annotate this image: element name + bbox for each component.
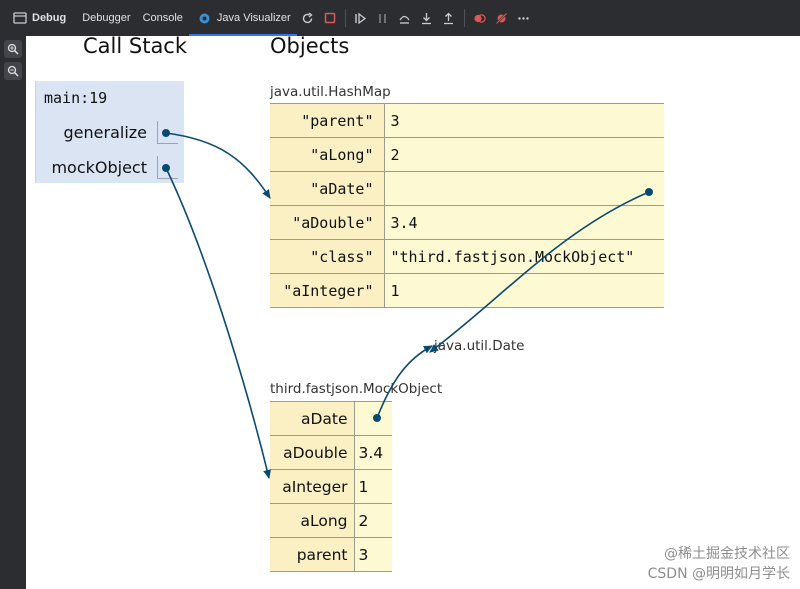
pause-icon[interactable] <box>373 8 393 28</box>
variable-mockobject-slot[interactable] <box>157 156 178 179</box>
mockobject-field: aDouble 3.4 <box>270 435 392 470</box>
resume-icon[interactable] <box>351 8 371 28</box>
toolbar-separator <box>344 9 346 27</box>
hashmap-key: "aDate" <box>270 171 385 206</box>
watermark: @稀土掘金技术社区 CSDN @明明如月学长 <box>648 543 790 583</box>
step-into-icon[interactable] <box>417 8 437 28</box>
hashmap-value[interactable] <box>384 171 664 206</box>
field-value: 2 <box>354 503 392 538</box>
java-visualizer-icon <box>195 8 215 28</box>
hashmap-value: 3.4 <box>384 205 664 240</box>
tab-console[interactable]: Console <box>137 0 189 36</box>
field-name: aDate <box>270 401 355 436</box>
variable-generalize: generalize <box>63 123 148 142</box>
mockobject-type-label: third.fastjson.MockObject <box>270 381 443 397</box>
debug-title-label: Debug <box>32 12 67 24</box>
field-name: aLong <box>270 503 355 538</box>
zoom-in-icon[interactable] <box>4 40 22 58</box>
field-name: aDouble <box>270 435 355 470</box>
variable-mockobject: mockObject <box>51 158 147 177</box>
hashmap-entry: "class" "third.fastjson.MockObject" <box>270 239 664 274</box>
tab-debugger[interactable]: Debugger <box>76 0 136 36</box>
hashmap-key: "parent" <box>270 103 385 138</box>
rerun-icon[interactable] <box>298 8 318 28</box>
toolbar-separator <box>463 9 465 27</box>
mockobject-field: parent 3 <box>270 537 392 572</box>
tab-java-visualizer[interactable]: Java Visualizer <box>188 0 297 36</box>
debug-window-icon <box>10 8 30 28</box>
zoom-out-icon[interactable] <box>4 62 22 80</box>
variable-generalize-slot[interactable] <box>157 121 178 144</box>
hashmap-entry: "aDate" <box>270 171 664 206</box>
stack-frame-main[interactable]: main:19 generalize mockObject <box>35 81 184 183</box>
frame-name: main:19 <box>44 89 108 107</box>
hashmap-entry: "aLong" 2 <box>270 137 664 172</box>
stop-icon[interactable] <box>320 8 340 28</box>
mute-breakpoints-icon[interactable] <box>492 8 512 28</box>
mockobject-field: aDate <box>270 401 392 436</box>
hashmap-key: "class" <box>270 239 385 274</box>
debug-title[interactable]: Debug <box>0 0 76 36</box>
tab-debugger-label: Debugger <box>82 12 131 24</box>
hashmap-type-label: java.util.HashMap <box>270 84 391 100</box>
watermark-line2: CSDN @明明如月学长 <box>647 566 790 582</box>
hashmap-table: "parent" 3 "aLong" 2 "aDate" "aDouble" 3… <box>270 103 664 308</box>
tab-java-visualizer-label: Java Visualizer <box>216 12 291 24</box>
hashmap-value: 2 <box>384 137 664 172</box>
hashmap-key: "aLong" <box>270 137 385 172</box>
hashmap-entry: "aInteger" 1 <box>270 273 664 308</box>
hashmap-key: "aDouble" <box>270 205 385 240</box>
field-value: 1 <box>354 469 392 504</box>
left-gutter <box>0 36 26 589</box>
call-stack-heading: Call Stack <box>83 34 188 58</box>
view-breakpoints-icon[interactable] <box>470 8 490 28</box>
step-over-icon[interactable] <box>395 8 415 28</box>
field-value: 3 <box>354 537 392 572</box>
mockobject-table: aDate aDouble 3.4 aInteger 1 aLong 2 par… <box>270 401 392 572</box>
hashmap-value: "third.fastjson.MockObject" <box>384 239 664 274</box>
objects-heading: Objects <box>270 34 350 58</box>
mockobject-field: aInteger 1 <box>270 469 392 504</box>
hashmap-entry: "aDouble" 3.4 <box>270 205 664 240</box>
step-out-icon[interactable] <box>439 8 459 28</box>
field-value[interactable] <box>354 401 392 436</box>
hashmap-value: 1 <box>384 273 664 308</box>
hashmap-entry: "parent" 3 <box>270 103 664 138</box>
watermark-line1: @稀土掘金技术社区 <box>664 546 790 562</box>
field-name: aInteger <box>270 469 355 504</box>
hashmap-value: 3 <box>384 103 664 138</box>
mockobject-field: aLong 2 <box>270 503 392 538</box>
field-value: 3.4 <box>354 435 392 470</box>
field-name: parent <box>270 537 355 572</box>
mockobject-pointer-arrow <box>165 167 271 479</box>
hashmap-key: "aInteger" <box>270 273 385 308</box>
date-type-label: java.util.Date <box>434 338 525 354</box>
more-icon[interactable] <box>514 8 534 28</box>
tab-console-label: Console <box>142 12 183 24</box>
debug-toolbar: Debug Debugger Console Java Visualizer <box>0 0 800 36</box>
